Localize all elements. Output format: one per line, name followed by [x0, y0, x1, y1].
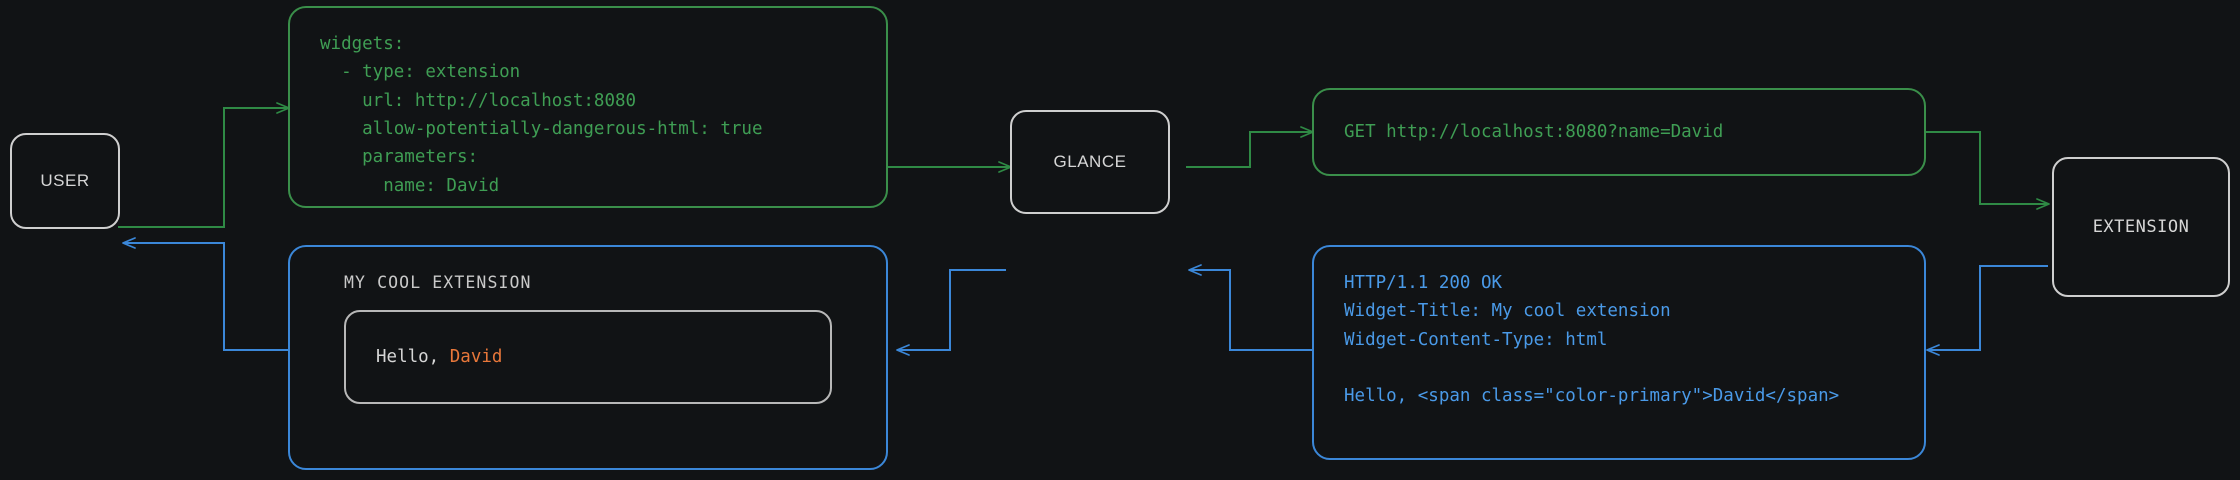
- widget-preview-greeting-prefix: Hello,: [376, 347, 450, 367]
- node-extension-label: EXTENSION: [2092, 217, 2190, 237]
- node-glance-label: GLANCE: [1053, 152, 1127, 171]
- widget-preview-title: MY COOL EXTENSION: [344, 273, 532, 292]
- connector-user-to-config: [118, 102, 290, 228]
- node-user[interactable]: USER: [10, 133, 120, 229]
- connector-extension-to-response: [1926, 265, 2048, 356]
- node-user-label: USER: [40, 171, 90, 190]
- widget-preview-card[interactable]: Hello, David: [344, 310, 832, 404]
- widget-preview-panel: MY COOL EXTENSION Hello, David: [288, 245, 888, 470]
- connector-widget-to-user: [122, 237, 288, 351]
- http-response-text: HTTP/1.1 200 OK Widget-Title: My cool ex…: [1344, 273, 1840, 407]
- connector-request-to-extension: [1926, 131, 2050, 210]
- connector-response-to-glance: [1188, 264, 1312, 351]
- message-http-get-request: GET http://localhost:8080?name=David: [1312, 88, 1926, 176]
- glance-config-yaml-text: widgets: - type: extension url: http://l…: [320, 34, 763, 196]
- widget-preview-greeting: Hello, David: [376, 347, 502, 367]
- node-glance[interactable]: GLANCE: [1010, 110, 1170, 214]
- widget-preview-greeting-name: David: [449, 347, 503, 367]
- message-glance-config-yaml: widgets: - type: extension url: http://l…: [288, 6, 888, 208]
- message-http-response: HTTP/1.1 200 OK Widget-Title: My cool ex…: [1312, 245, 1926, 460]
- node-extension[interactable]: EXTENSION: [2052, 157, 2230, 297]
- connector-glance-to-request: [1186, 126, 1314, 168]
- connector-glance-to-widget: [896, 269, 1006, 356]
- http-get-request-text: GET http://localhost:8080?name=David: [1344, 121, 1724, 142]
